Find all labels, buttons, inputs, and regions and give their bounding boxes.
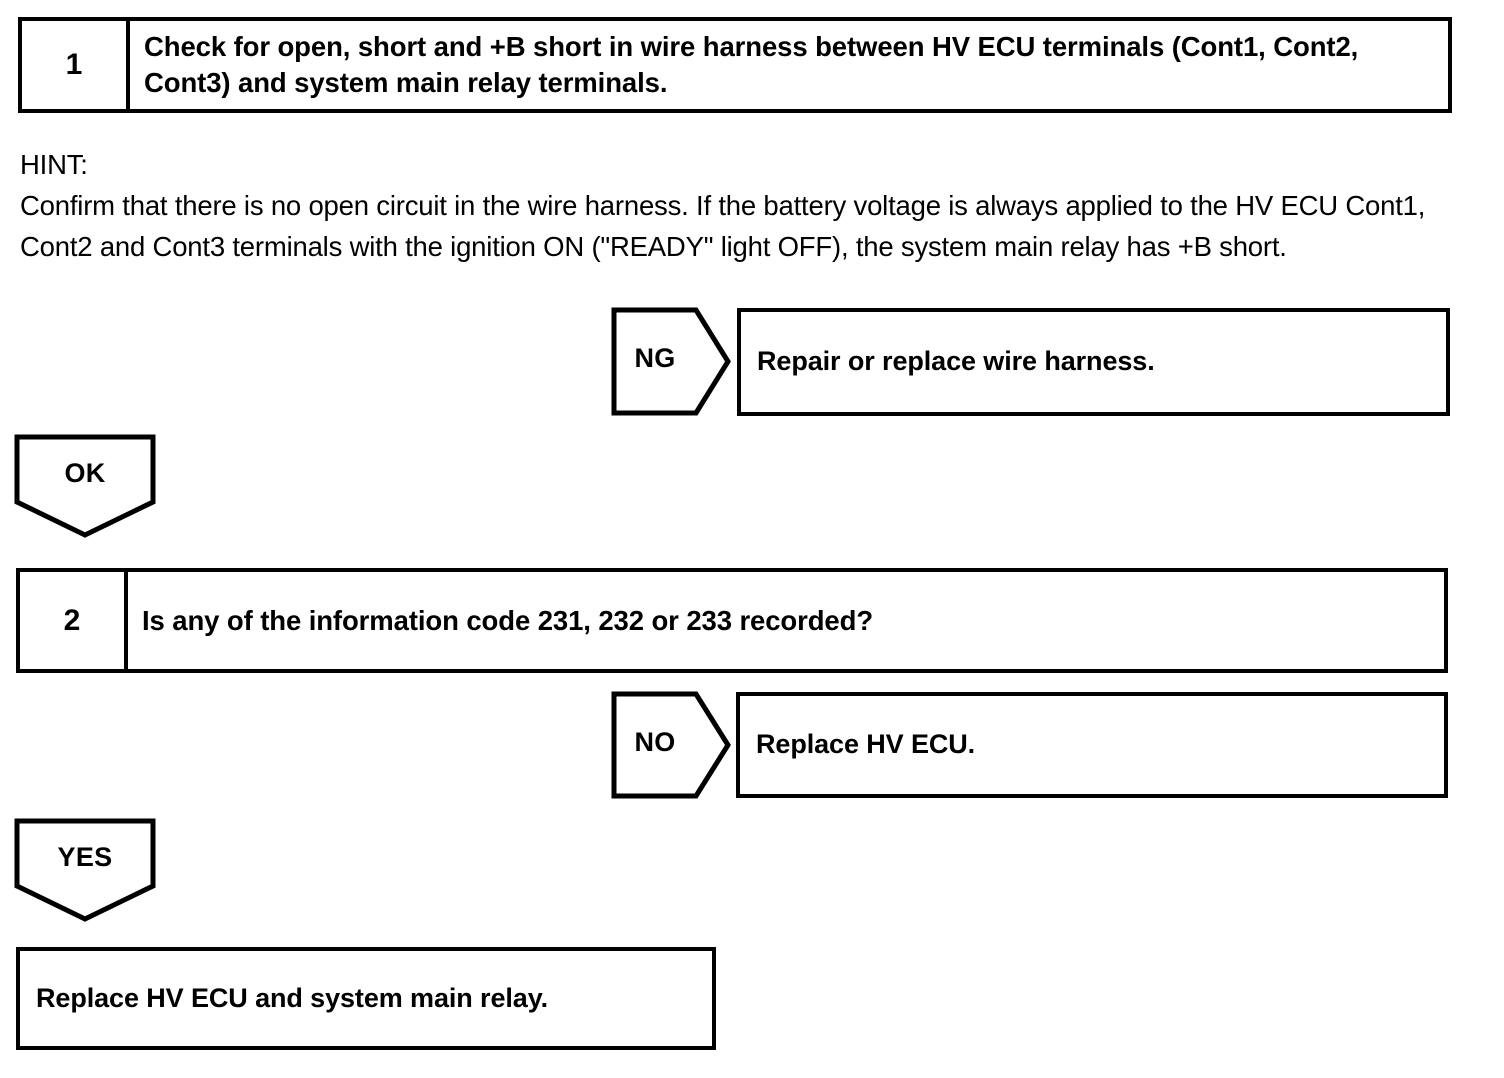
step-2-box: 2 Is any of the information code 231, 23…	[16, 568, 1448, 673]
step-1-number: 1	[22, 21, 130, 109]
ok-arrow: OK	[14, 434, 156, 538]
replace-ecu-box: Replace HV ECU.	[736, 692, 1448, 798]
yes-arrow-shape	[14, 818, 156, 922]
ok-arrow-label: OK	[64, 458, 106, 488]
step-2-number: 2	[20, 572, 128, 669]
replace-ecu-relay-box: Replace HV ECU and system main relay.	[16, 947, 716, 1050]
no-arrow-shape	[611, 691, 731, 799]
yes-arrow: YES	[14, 818, 156, 922]
yes-arrow-label: YES	[57, 842, 113, 872]
no-arrow-label: NO	[634, 727, 676, 757]
step-2-text: Is any of the information code 231, 232 …	[142, 604, 874, 636]
hint-block: HINT: Confirm that there is no open circ…	[20, 144, 1460, 267]
ng-arrow: NG	[611, 307, 731, 416]
hint-body: Confirm that there is no open circuit in…	[20, 190, 1426, 262]
no-arrow: NO	[611, 691, 731, 799]
ng-arrow-label: NG	[634, 343, 676, 373]
repair-harness-text: Repair or replace wire harness.	[757, 346, 1155, 377]
replace-ecu-relay-text: Replace HV ECU and system main relay.	[36, 982, 549, 1013]
step-1-box: 1 Check for open, short and +B short in …	[18, 17, 1452, 113]
repair-harness-box: Repair or replace wire harness.	[737, 308, 1450, 416]
step-1-text: Check for open, short and +B short in wi…	[144, 31, 1359, 98]
ng-arrow-shape	[611, 307, 731, 416]
ok-arrow-shape	[14, 434, 156, 538]
replace-ecu-text: Replace HV ECU.	[756, 729, 976, 760]
hint-label: HINT:	[20, 149, 88, 180]
